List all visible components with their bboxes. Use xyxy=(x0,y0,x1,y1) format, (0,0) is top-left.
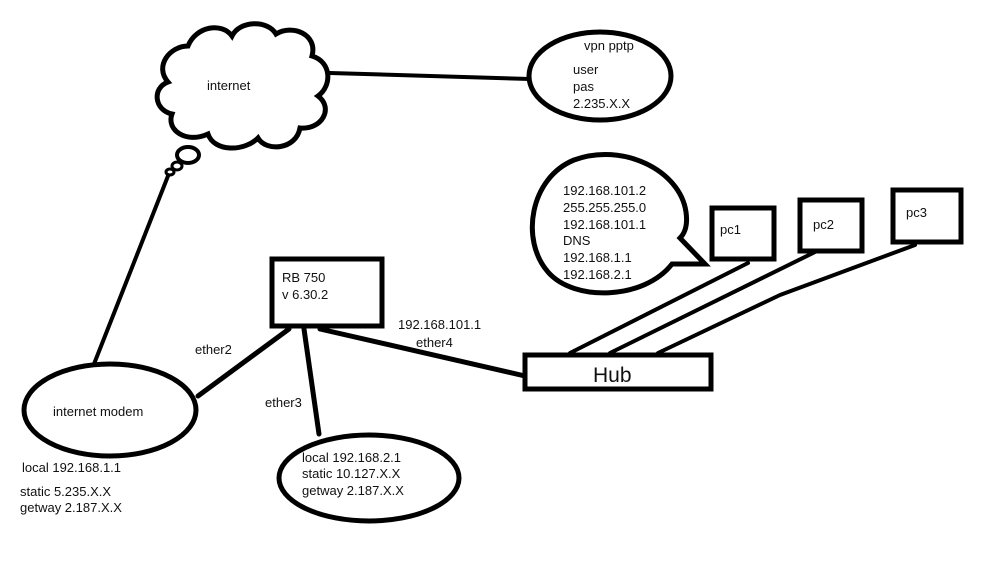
link-hub-pc3 xyxy=(656,243,917,355)
router-version: v 6.30.2 xyxy=(282,287,329,302)
pc2-box[interactable] xyxy=(797,197,865,254)
modem-local-ip: local 192.168.1.1 xyxy=(22,460,122,475)
ether3-label: ether3 xyxy=(265,395,302,410)
pc2-label: pc2 xyxy=(813,217,834,232)
cloud-bubble-small xyxy=(164,167,176,177)
modem-gateway: getway 2.187.X.X xyxy=(20,500,122,515)
hub-box[interactable] xyxy=(522,352,714,392)
pc1-box[interactable] xyxy=(709,205,777,262)
internet-cloud xyxy=(154,21,331,151)
pc-config-bubble xyxy=(529,151,711,296)
modem-node[interactable] xyxy=(21,361,199,459)
link-internet-modem xyxy=(92,174,170,366)
link-internet-vpn xyxy=(328,71,532,81)
vpn-title: vpn pptp xyxy=(584,38,634,53)
vpn-pass: pas xyxy=(573,79,594,94)
router-box[interactable] xyxy=(269,256,385,329)
pc-config-dns1: 192.168.1.1 xyxy=(563,250,632,265)
second-modem-static-ip: static 10.127.X.X xyxy=(302,466,401,481)
link-router-ether3 xyxy=(301,326,322,437)
ether4-label: ether4 xyxy=(416,335,453,350)
vpn-ip: 2.235.X.X xyxy=(573,96,631,111)
pc-config-mask: 255.255.255.0 xyxy=(563,200,647,215)
pc3-box[interactable] xyxy=(890,187,964,245)
internet-label: internet xyxy=(207,78,251,93)
second-modem-gateway: getway 2.187.X.X xyxy=(302,483,404,498)
ether2-label: ether2 xyxy=(195,342,232,357)
cloud-bubble-large xyxy=(175,145,201,165)
modem-static-ip: static 5.235.X.X xyxy=(20,484,112,499)
link-hub-pc2 xyxy=(608,250,817,355)
hub-label: Hub xyxy=(593,364,632,387)
pc-config-ip: 192.168.101.2 xyxy=(563,183,647,198)
link-modem-router-ether2 xyxy=(195,326,292,399)
pc-config-dns2: 192.168.2.1 xyxy=(563,267,632,282)
link-hub-pc1 xyxy=(568,261,750,355)
vpn-user: user xyxy=(573,62,599,77)
pc-config-gateway: 192.168.101.1 xyxy=(563,217,647,232)
modem-label: internet modem xyxy=(53,404,144,419)
pc1-label: pc1 xyxy=(720,222,741,237)
pc3-label: pc3 xyxy=(906,205,927,220)
cloud-bubble-medium xyxy=(170,160,184,172)
router-model: RB 750 xyxy=(282,270,326,285)
vpn-node xyxy=(526,29,674,123)
second-modem-local-ip: local 192.168.2.1 xyxy=(302,450,402,465)
pc-config-dns-label: DNS xyxy=(563,233,591,248)
ether4-ip-label: 192.168.101.1 xyxy=(398,317,482,332)
link-router-hub-ether4 xyxy=(317,326,528,379)
second-modem-node[interactable] xyxy=(276,432,462,524)
